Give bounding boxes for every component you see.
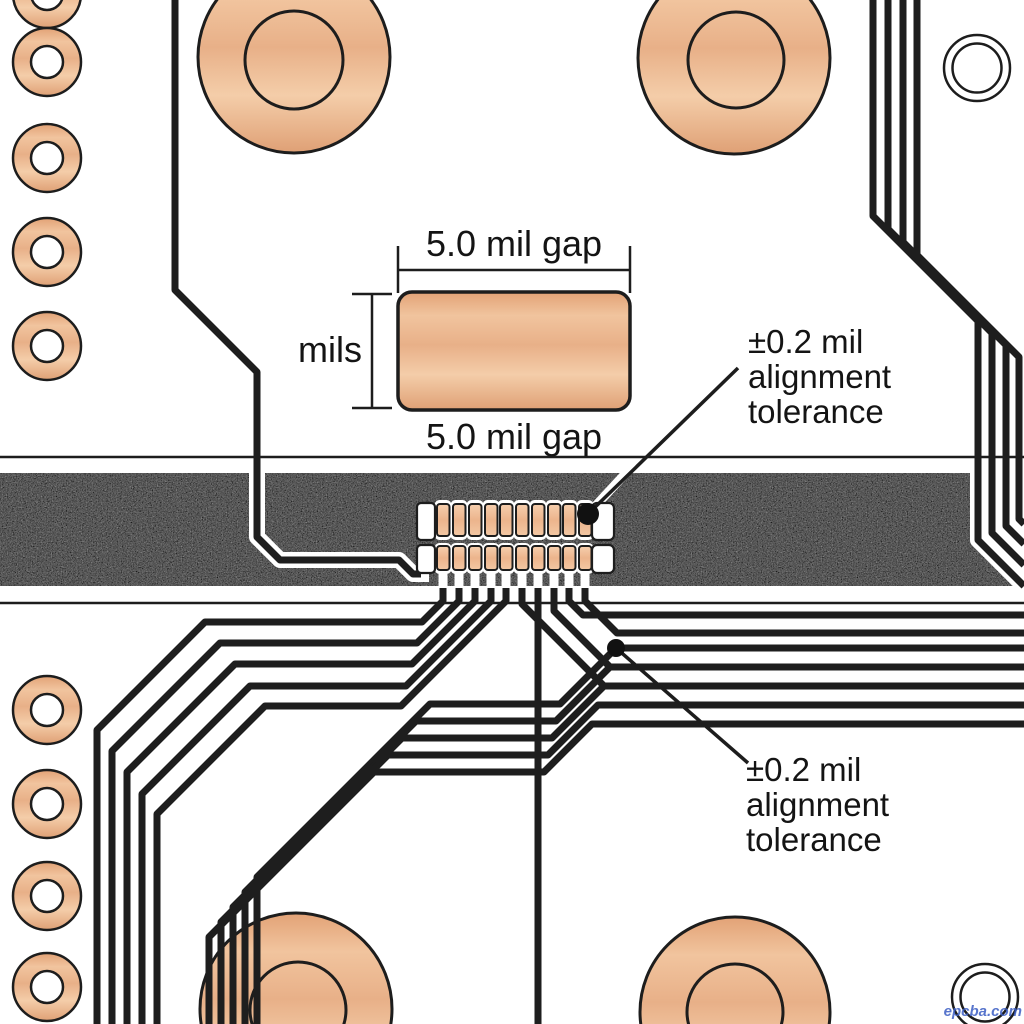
- dimension-callout: [352, 246, 632, 412]
- trace: [217, 701, 1024, 1024]
- copper-pad: [547, 545, 562, 571]
- copper-pad: [468, 545, 483, 571]
- svg-text:alignment: alignment: [748, 358, 891, 395]
- end-cap: [415, 501, 437, 542]
- trace: [153, 566, 510, 1024]
- svg-text:tolerance: tolerance: [746, 821, 882, 858]
- copper-pad: [484, 503, 499, 537]
- leader-dot-bottom: [607, 639, 625, 657]
- via-ring: [11, 674, 83, 746]
- tolerance-note-bottom: ±0.2 mil alignment tolerance: [746, 751, 889, 858]
- copper-pad: [436, 503, 451, 537]
- via-ring: [11, 26, 83, 98]
- copper-pad: [515, 545, 530, 571]
- copper-pad: [531, 545, 546, 571]
- large-pad-top-left: [196, 0, 392, 155]
- dimension-lines: [352, 246, 632, 410]
- copper-pad: [452, 545, 467, 571]
- copper-pad: [499, 503, 514, 537]
- trace: [229, 682, 1024, 1024]
- trace: [171, 0, 421, 578]
- end-caps: [415, 501, 616, 575]
- white-ring-bottom-right: [950, 962, 1020, 1024]
- copper-pad: [562, 545, 577, 571]
- copper-pads: [436, 503, 593, 571]
- bottom-gap-label: 5.0 mil gap: [426, 416, 602, 457]
- large-pad-top-right: [636, 0, 832, 156]
- traces: [93, 0, 1024, 1024]
- via-ring: [11, 216, 83, 288]
- height-dim-label: mils: [298, 329, 362, 370]
- svg-text:alignment: alignment: [746, 786, 889, 823]
- copper-pad: [468, 503, 483, 537]
- large-pad-bottom-right: [638, 915, 832, 1024]
- via-ring: [11, 310, 83, 382]
- trace: [123, 566, 479, 1024]
- trace: [253, 644, 1024, 1024]
- callout-copper-pad: [396, 290, 632, 412]
- via-ring: [11, 951, 83, 1023]
- leader-dot-top: [577, 503, 599, 525]
- copper-pad: [484, 545, 499, 571]
- trace: [93, 566, 447, 1024]
- copper-pad: [531, 503, 546, 537]
- copper-pad: [515, 503, 530, 537]
- trace: [108, 566, 463, 1024]
- trace: [205, 720, 1024, 1024]
- via-ring: [11, 122, 83, 194]
- unplated-rings: [942, 33, 1020, 1024]
- watermark: epcba.com: [944, 1003, 1022, 1020]
- copper-pad: [452, 503, 467, 537]
- leader-line-top: [586, 366, 740, 516]
- trace: [241, 663, 1024, 1024]
- end-cap: [415, 543, 437, 575]
- copper-pad: [547, 503, 562, 537]
- via-ring: [11, 768, 83, 840]
- copper-pad: [436, 545, 451, 571]
- end-cap: [590, 543, 616, 575]
- copper-pad: [578, 545, 593, 571]
- svg-text:tolerance: tolerance: [748, 393, 884, 430]
- svg-text:±0.2 mil: ±0.2 mil: [746, 751, 861, 788]
- pad-array: [415, 500, 616, 588]
- trace: [913, 0, 1024, 527]
- trace: [138, 566, 495, 1024]
- via-ring: [11, 860, 83, 932]
- copper-pad: [499, 545, 514, 571]
- white-ring-top-right: [942, 33, 1012, 103]
- tolerance-note-top: ±0.2 mil alignment tolerance: [748, 323, 891, 430]
- top-gap-label: 5.0 mil gap: [426, 223, 602, 264]
- via-column: [11, 0, 83, 1023]
- leader-line-bottom: [614, 646, 750, 765]
- annotations: [577, 366, 750, 765]
- copper-pad: [562, 503, 577, 537]
- svg-text:±0.2 mil: ±0.2 mil: [748, 323, 863, 360]
